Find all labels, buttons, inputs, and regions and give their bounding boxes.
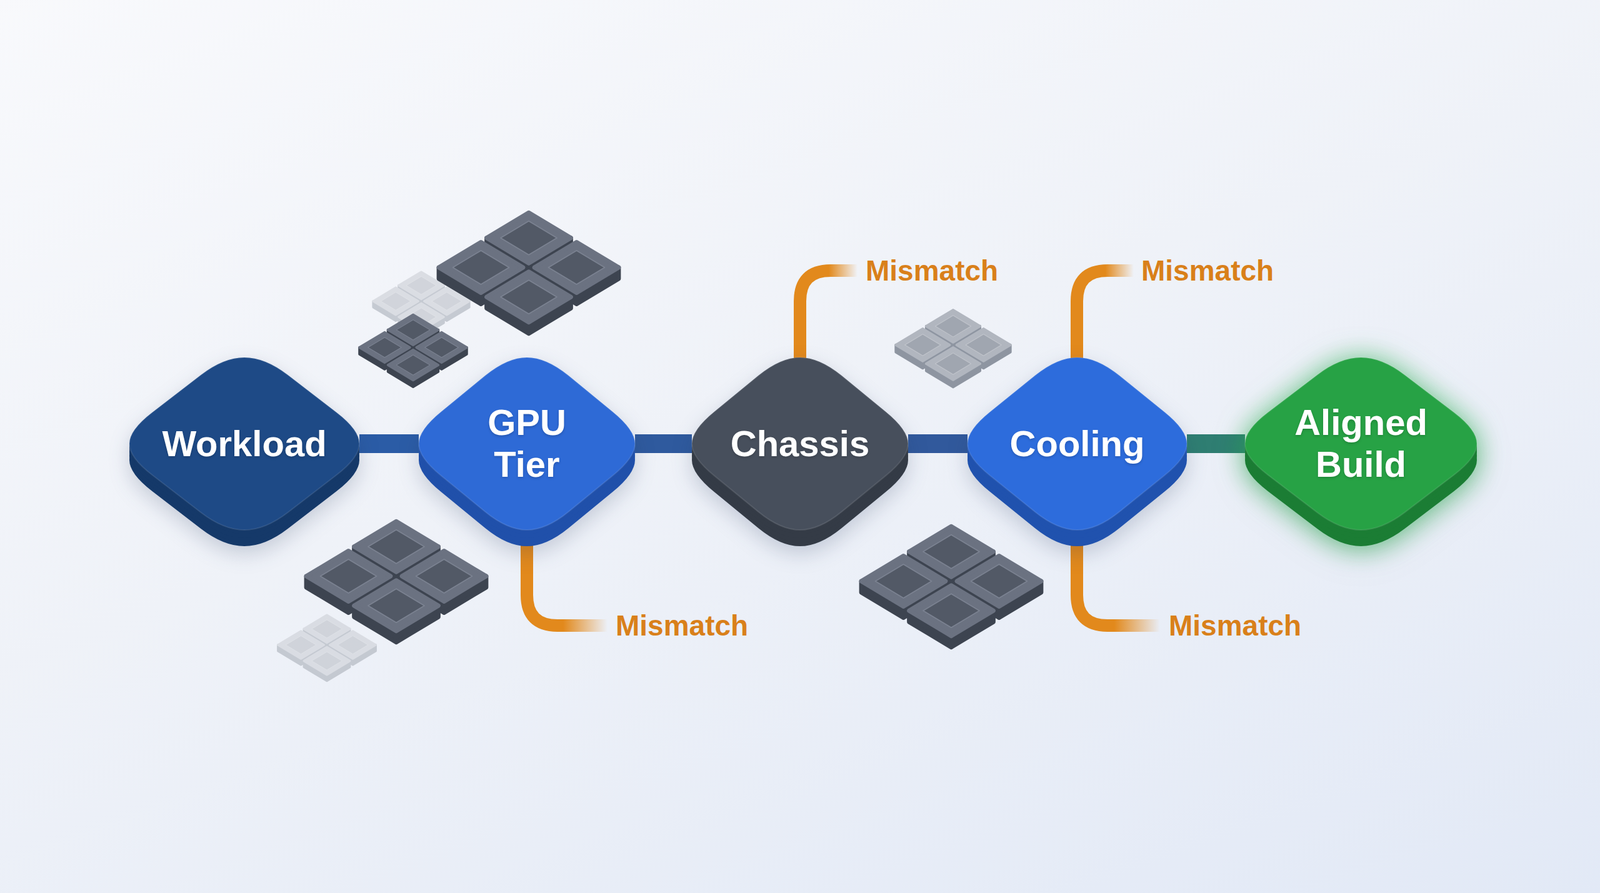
node-face	[418, 357, 635, 530]
node-face	[129, 357, 360, 530]
mismatch-label: Mismatch	[865, 256, 999, 285]
chip-tile	[388, 350, 439, 387]
connector-bar	[635, 434, 692, 454]
mismatch-branch	[526, 537, 608, 626]
process-node: Workload	[129, 357, 360, 547]
mismatch-label: Mismatch	[615, 611, 749, 640]
chip-cluster	[359, 315, 467, 387]
node-label: GPU Tier	[476, 401, 577, 485]
connector-bar	[908, 434, 968, 454]
process-node: Aligned Build	[1245, 357, 1477, 547]
chip-cluster	[895, 310, 1010, 387]
node-label-box: Cooling	[967, 357, 1187, 530]
chip-tile	[486, 271, 572, 334]
mismatch-label: Mismatch	[1141, 256, 1274, 285]
chip-cluster	[438, 212, 619, 334]
process-node: Cooling	[967, 357, 1187, 547]
chip-cluster	[306, 521, 487, 643]
chip-cluster	[278, 615, 376, 681]
chip-tile	[303, 647, 350, 682]
node-label-box: GPU Tier	[418, 357, 635, 530]
node-label: Workload	[161, 423, 327, 465]
node-face	[967, 357, 1187, 530]
process-node: GPU Tier	[418, 357, 635, 547]
node-label-box: Workload	[129, 357, 360, 530]
mismatch-branch	[1076, 270, 1134, 366]
connector-bar	[359, 434, 419, 454]
node-face	[1245, 357, 1477, 530]
connector-bar	[1186, 434, 1245, 454]
chip-tile	[354, 580, 439, 643]
mismatch-branch	[800, 270, 858, 366]
mismatch-branch	[1076, 537, 1160, 626]
process-node: Chassis	[691, 357, 909, 547]
node-label: Chassis	[730, 423, 870, 465]
chip-tile	[909, 585, 994, 648]
node-label-box: Chassis	[691, 357, 909, 530]
node-label-box: Aligned Build	[1245, 357, 1477, 530]
node-face	[691, 357, 909, 530]
node-label: Aligned Build	[1280, 401, 1443, 485]
mismatch-label: Mismatch	[1168, 611, 1302, 640]
node-label: Cooling	[1010, 423, 1145, 465]
chip-tile	[926, 347, 980, 387]
chip-cluster	[861, 526, 1042, 648]
